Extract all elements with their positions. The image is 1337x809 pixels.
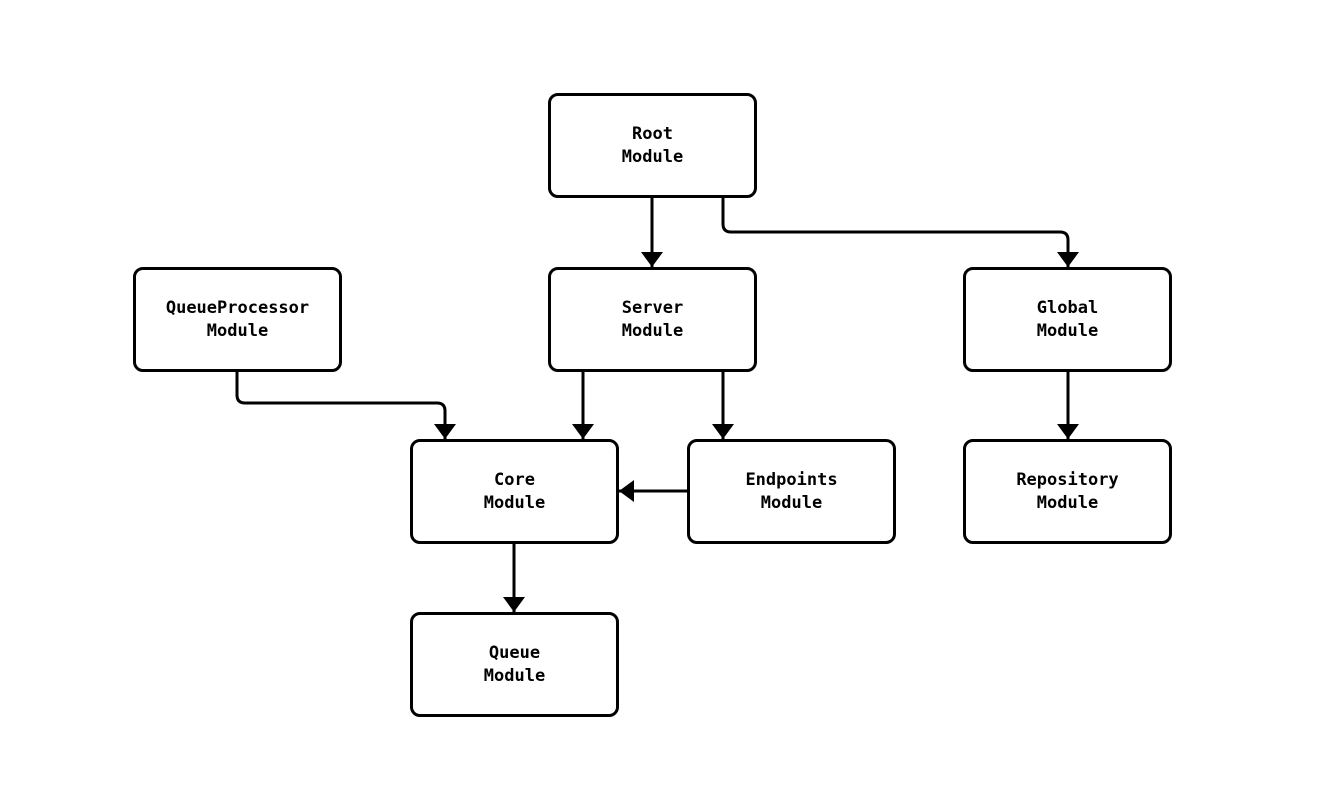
node-label-queueprocessor: QueueProcessor Module [165,298,310,341]
node-label-repository: Repository Module [1016,470,1119,513]
node-label-global: Global Module [1036,298,1099,341]
edge-root-to-global [721,198,1079,267]
edge-queueprocessor-to-core [235,372,456,439]
node-core: Core Module [410,439,619,544]
node-global: Global Module [963,267,1172,372]
node-queue: Queue Module [410,612,619,717]
node-label-root: Root Module [621,124,684,167]
node-repository: Repository Module [963,439,1172,544]
node-queueprocessor: QueueProcessor Module [133,267,342,372]
node-endpoints: Endpoints Module [687,439,896,544]
node-label-server: Server Module [621,298,684,341]
node-root: Root Module [548,93,757,198]
node-label-endpoints: Endpoints Module [745,470,838,513]
node-label-queue: Queue Module [483,643,546,686]
node-label-core: Core Module [483,470,546,513]
node-server: Server Module [548,267,757,372]
